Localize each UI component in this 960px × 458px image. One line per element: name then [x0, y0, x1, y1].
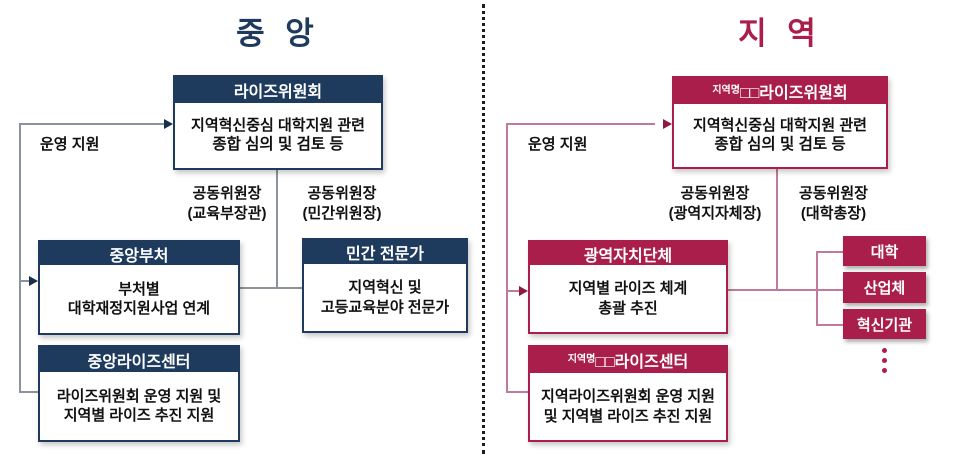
- regional-cochair-right-label: 공동위원장 (대학총장): [781, 184, 886, 223]
- regional-arrow-to-committee: [663, 119, 672, 129]
- central-ministries-header: 중앙부처: [40, 242, 238, 265]
- central-cochair-left-label: 공동위원장 (교육부장관): [175, 184, 279, 223]
- regional-support-top-hline: [506, 123, 655, 125]
- central-cochair-left-line1: 공동위원장: [192, 185, 262, 202]
- central-rise-center-header: 중앙라이즈센터: [40, 347, 238, 372]
- partners-bracket-vline: [816, 251, 818, 326]
- regional-committee-name-prefix: 지역명: [712, 85, 740, 96]
- regional-government-box: 광역자치단체 지역별 라이즈 체계 총괄 추진: [528, 240, 728, 334]
- central-support-top-hline: [19, 123, 165, 125]
- regional-cochair-right-line1: 공동위원장: [798, 185, 868, 202]
- regional-branch-hline: [506, 290, 519, 292]
- regional-government-partners-hline: [728, 289, 843, 291]
- partner-innovation-chip: 혁신기관: [843, 309, 926, 339]
- regional-center-name-prefix: 지역명: [567, 354, 596, 365]
- private-experts-box: 민간 전문가 지역혁신 및 고등교육분야 전문가: [302, 238, 468, 333]
- central-ministries-body: 부처별 대학재정지원사업 연계: [40, 265, 238, 333]
- central-cochair-left-line2: (교육부장관): [187, 204, 267, 222]
- regional-center-name-main: □□라이즈센터: [595, 354, 689, 371]
- regional-cochair-right-line2: (대학총장): [800, 204, 867, 222]
- regional-government-body-line1: 지역별 라이즈 체계: [568, 280, 688, 298]
- regional-rise-center-header: 지역명□□라이즈센터: [530, 347, 726, 373]
- regional-operation-support-label: 운영 지원: [528, 136, 588, 153]
- central-ministries-experts-hline: [240, 287, 302, 289]
- regional-rise-center-body-line2: 및 지역별 라이즈 추진 지원: [543, 407, 713, 425]
- regional-arrow-to-government: [519, 286, 528, 296]
- central-ministries-body-line2: 대학재정지원사업 연계: [67, 300, 211, 317]
- central-rise-committee-body-line2: 종합 심의 및 검토 등: [212, 136, 344, 154]
- center-divider: [482, 4, 485, 454]
- central-bottom-hline: [19, 391, 38, 393]
- regional-rise-committee-box: 지역명□□라이즈위원회 지역혁신중심 대학지원 관련 종합 심의 및 검토 등: [672, 76, 888, 169]
- central-rise-center-body: 라이즈위원회 운영 지원 및 지역별 라이즈 추진 지원: [40, 372, 238, 440]
- more-partners-dot-3: [882, 368, 887, 373]
- regional-committee-name-main: □□라이즈위원회: [739, 85, 848, 102]
- central-title: 중 앙: [236, 16, 320, 51]
- central-ministries-body-line1: 부처별: [118, 280, 160, 298]
- central-operation-support-label: 운영 지원: [40, 136, 100, 153]
- regional-rise-committee-body-line2: 종합 심의 및 검토 등: [714, 136, 846, 154]
- regional-committee-vline: [776, 169, 778, 290]
- central-rise-center-body-line1: 라이즈위원회 운영 지원 및: [56, 387, 222, 405]
- partners-bracket-top-hline: [816, 251, 843, 253]
- regional-rise-center-body: 지역라이즈위원회 운영 지원 및 지역별 라이즈 추진 지원: [530, 373, 726, 440]
- central-cochair-right-label: 공동위원장 (민간위원장): [288, 184, 396, 223]
- central-rise-committee-body: 지역혁신중심 대학지원 관련 종합 심의 및 검토 등: [175, 103, 381, 168]
- regional-rise-committee-header: 지역명□□라이즈위원회: [674, 78, 886, 104]
- more-partners-dot-1: [882, 348, 887, 353]
- regional-cochair-left-label: 공동위원장 (광역지자체장): [660, 184, 770, 223]
- central-ministries-box: 중앙부처 부처별 대학재정지원사업 연계: [38, 240, 240, 335]
- private-experts-body-line2: 고등교육분야 전문가: [320, 298, 450, 316]
- private-experts-body: 지역혁신 및 고등교육분야 전문가: [304, 264, 466, 331]
- regional-rise-center-box: 지역명□□라이즈센터 지역라이즈위원회 운영 지원 및 지역별 라이즈 추진 지…: [528, 345, 728, 442]
- regional-cochair-left-line2: (광역지자체장): [668, 204, 762, 222]
- partner-university-chip: 대학: [843, 236, 926, 266]
- central-cochair-right-line2: (민간위원장): [302, 204, 382, 222]
- partner-industry-chip: 산업체: [843, 272, 926, 303]
- more-partners-dot-2: [882, 358, 887, 363]
- regional-title: 지 역: [738, 16, 822, 51]
- regional-cochair-left-line1: 공동위원장: [680, 185, 750, 202]
- partners-bracket-bottom-hline: [816, 324, 843, 326]
- central-branch-hline: [19, 280, 30, 282]
- central-rise-center-body-line2: 지역별 라이즈 추진 지원: [63, 407, 215, 424]
- regional-rise-committee-body: 지역혁신중심 대학지원 관련 종합 심의 및 검토 등: [674, 104, 886, 167]
- central-rise-committee-box: 라이즈위원회 지역혁신중심 대학지원 관련 종합 심의 및 검토 등: [173, 75, 383, 170]
- regional-government-header: 광역자치단체: [530, 242, 726, 265]
- central-arrow-to-ministries: [29, 276, 38, 286]
- central-cochair-right-line1: 공동위원장: [307, 185, 377, 202]
- central-rise-committee-header: 라이즈위원회: [175, 77, 381, 103]
- regional-rise-center-body-line1: 지역라이즈위원회 운영 지원: [541, 388, 715, 406]
- regional-government-body-line2: 총괄 추진: [598, 299, 658, 317]
- central-support-vline: [19, 123, 21, 393]
- regional-rise-committee-body-line1: 지역혁신중심 대학지원 관련: [693, 116, 867, 134]
- central-committee-vline: [276, 170, 278, 289]
- regional-government-body: 지역별 라이즈 체계 총괄 추진: [530, 265, 726, 332]
- central-rise-center-box: 중앙라이즈센터 라이즈위원회 운영 지원 및 지역별 라이즈 추진 지원: [38, 345, 240, 442]
- central-rise-committee-body-line1: 지역혁신중심 대학지원 관련: [191, 116, 365, 134]
- regional-support-vline: [506, 123, 508, 393]
- private-experts-header: 민간 전문가: [304, 240, 466, 264]
- regional-bottom-hline: [506, 391, 528, 393]
- private-experts-body-line1: 지역혁신 및: [348, 279, 422, 297]
- central-arrow-to-committee: [164, 119, 173, 129]
